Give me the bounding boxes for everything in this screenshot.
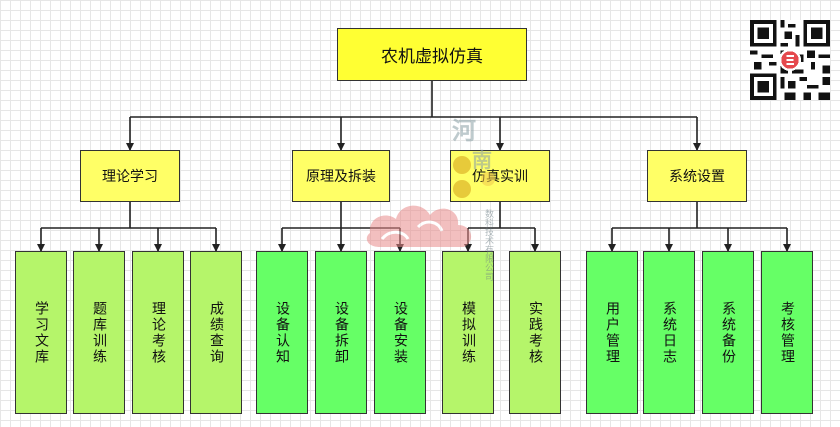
leaf-label: 设备安装	[392, 300, 408, 365]
leaf-label: 模拟训练	[460, 300, 476, 365]
branch-node-principle: 原理及拆装	[292, 150, 390, 202]
leaf-label: 设备拆卸	[333, 300, 349, 365]
leaf-node: 成绩查询	[190, 251, 242, 414]
leaf-label: 系统日志	[661, 300, 677, 365]
leaf-node: 系统日志	[643, 251, 695, 414]
qr-code-icon	[750, 20, 830, 100]
root-node: 农机虚拟仿真	[337, 28, 527, 81]
leaf-label: 系统备份	[720, 300, 736, 365]
leaf-node: 题库训练	[73, 251, 125, 414]
leaf-node: 考核管理	[761, 251, 813, 414]
branch-node-settings: 系统设置	[647, 150, 747, 202]
leaf-label: 考核管理	[779, 300, 795, 365]
leaf-label: 理论考核	[150, 300, 166, 365]
leaf-label: 设备认知	[274, 300, 290, 365]
leaf-node: 用户管理	[586, 251, 638, 414]
leaf-node: 学习文库	[15, 251, 67, 414]
leaf-node: 设备安装	[374, 251, 426, 414]
svg-text:南: 南	[472, 148, 492, 172]
leaf-label: 成绩查询	[208, 300, 224, 365]
branch-label: 理论学习	[102, 169, 158, 185]
leaf-node: 设备认知	[256, 251, 308, 414]
leaf-node: 实践考核	[509, 251, 561, 414]
svg-text:河: 河	[452, 116, 476, 145]
leaf-label: 用户管理	[604, 300, 620, 365]
leaf-label: 题库训练	[91, 300, 107, 365]
branch-node-theory: 理论学习	[80, 150, 180, 202]
root-label: 农机虚拟仿真	[381, 47, 483, 67]
leaf-node: 理论考核	[132, 251, 184, 414]
branch-label: 系统设置	[669, 169, 725, 185]
branch-label: 原理及拆装	[306, 169, 376, 185]
leaf-node: 系统备份	[702, 251, 754, 414]
leaf-node: 模拟训练	[442, 251, 494, 414]
leaf-label: 实践考核	[527, 300, 543, 365]
watermark-logo: 河 南 数科技术有限公司	[366, 116, 495, 281]
leaf-label: 学习文库	[33, 300, 49, 365]
svg-text:数科技术有限公司: 数科技术有限公司	[483, 208, 494, 281]
leaf-node: 设备拆卸	[315, 251, 367, 414]
